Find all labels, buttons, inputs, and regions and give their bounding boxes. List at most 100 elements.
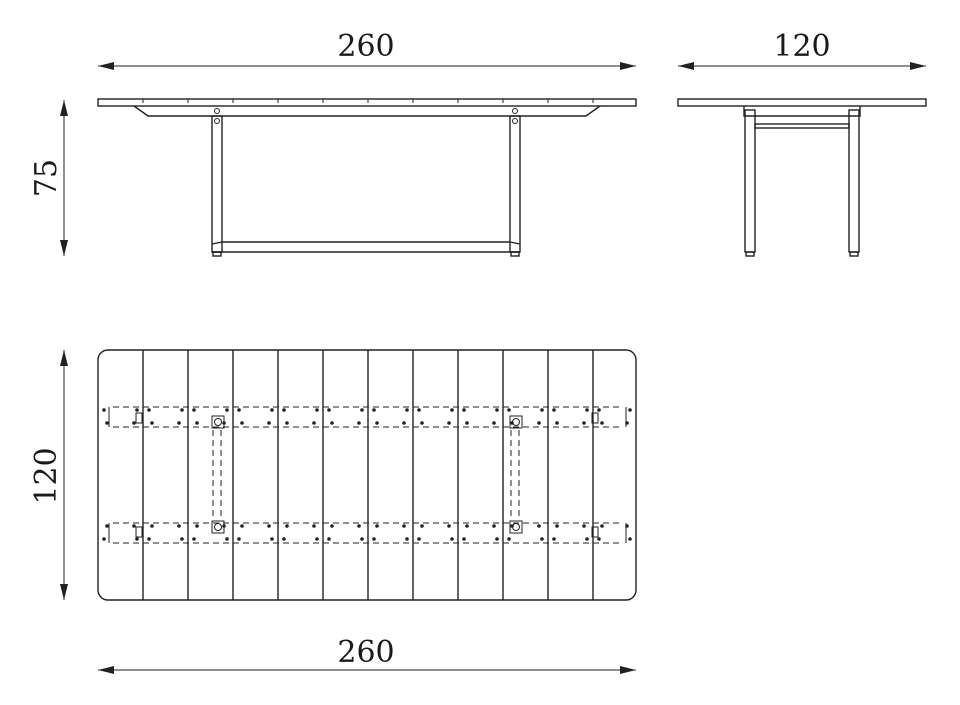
front-foot-right <box>510 251 520 257</box>
screw <box>552 408 556 412</box>
screw <box>582 421 586 425</box>
front-bolt-right <box>512 118 518 124</box>
screw <box>405 537 409 541</box>
screw <box>540 537 544 541</box>
screw <box>147 408 151 412</box>
screw <box>537 421 541 425</box>
screw <box>510 421 514 425</box>
screw <box>628 408 632 412</box>
screw <box>150 421 154 425</box>
screw <box>402 524 406 528</box>
screw <box>237 537 241 541</box>
screw <box>180 408 184 412</box>
screw <box>552 537 556 541</box>
screw <box>417 408 421 412</box>
side-apron <box>743 106 861 117</box>
screw <box>357 524 361 528</box>
screw <box>357 421 361 425</box>
screw <box>270 408 274 412</box>
top-screws <box>102 408 632 541</box>
screw <box>192 408 196 412</box>
screw <box>597 537 601 541</box>
screw <box>447 524 451 528</box>
screw <box>132 421 136 425</box>
screw <box>625 421 629 425</box>
top-tabletop-outline <box>97 349 637 601</box>
screw <box>225 537 229 541</box>
screw <box>135 537 139 541</box>
screw <box>420 421 424 425</box>
front-bolt-left <box>214 118 220 124</box>
screw <box>495 408 499 412</box>
screw <box>102 537 106 541</box>
side-leg-right <box>848 109 860 253</box>
front-leg-right <box>509 115 521 253</box>
screw <box>465 524 469 528</box>
screw <box>222 524 226 528</box>
screw <box>285 524 289 528</box>
screw <box>192 537 196 541</box>
screw <box>582 524 586 528</box>
screw <box>600 421 604 425</box>
screw <box>600 524 604 528</box>
screw <box>327 537 331 541</box>
screw <box>330 524 334 528</box>
screw <box>270 537 274 541</box>
screw <box>237 408 241 412</box>
screw <box>147 537 151 541</box>
screw <box>447 421 451 425</box>
screw <box>177 421 181 425</box>
screw <box>330 421 334 425</box>
screw <box>327 408 331 412</box>
screw <box>312 421 316 425</box>
front-bolt-right-top <box>512 108 518 114</box>
screw <box>597 408 601 412</box>
side-tabletop <box>677 98 927 107</box>
screw <box>315 537 319 541</box>
side-leg-left <box>744 109 756 253</box>
front-bottom-rail <box>212 241 520 253</box>
front-length-label: 260 <box>337 29 394 64</box>
screw <box>135 408 139 412</box>
screw <box>625 524 629 528</box>
side-depth-label: 120 <box>773 29 830 64</box>
screw <box>195 421 199 425</box>
top-length-label: 260 <box>337 635 394 670</box>
screw <box>628 537 632 541</box>
screw <box>102 408 106 412</box>
screw <box>420 524 424 528</box>
screw <box>282 537 286 541</box>
screw <box>177 524 181 528</box>
screw <box>450 408 454 412</box>
screw <box>555 421 559 425</box>
front-foot-left <box>212 251 222 257</box>
top-cross-members <box>212 430 520 520</box>
screw <box>267 524 271 528</box>
screw <box>507 408 511 412</box>
screw <box>402 421 406 425</box>
front-height-label: 75 <box>29 159 64 197</box>
top-depth-label: 120 <box>29 447 64 504</box>
screw <box>585 537 589 541</box>
screw <box>372 408 376 412</box>
screw <box>105 421 109 425</box>
screw <box>450 537 454 541</box>
screw <box>375 421 379 425</box>
screw <box>360 408 364 412</box>
screw <box>312 524 316 528</box>
screw <box>222 421 226 425</box>
screw <box>195 524 199 528</box>
side-view: 120 <box>677 29 927 257</box>
screw <box>462 537 466 541</box>
screw <box>492 421 496 425</box>
screw <box>465 421 469 425</box>
screw <box>360 537 364 541</box>
screw <box>285 421 289 425</box>
front-leg-left <box>211 115 223 253</box>
side-foot-right <box>849 251 859 257</box>
screw <box>315 408 319 412</box>
front-tabletop <box>97 98 637 107</box>
screw <box>585 408 589 412</box>
front-view: 260 75 <box>29 29 637 257</box>
